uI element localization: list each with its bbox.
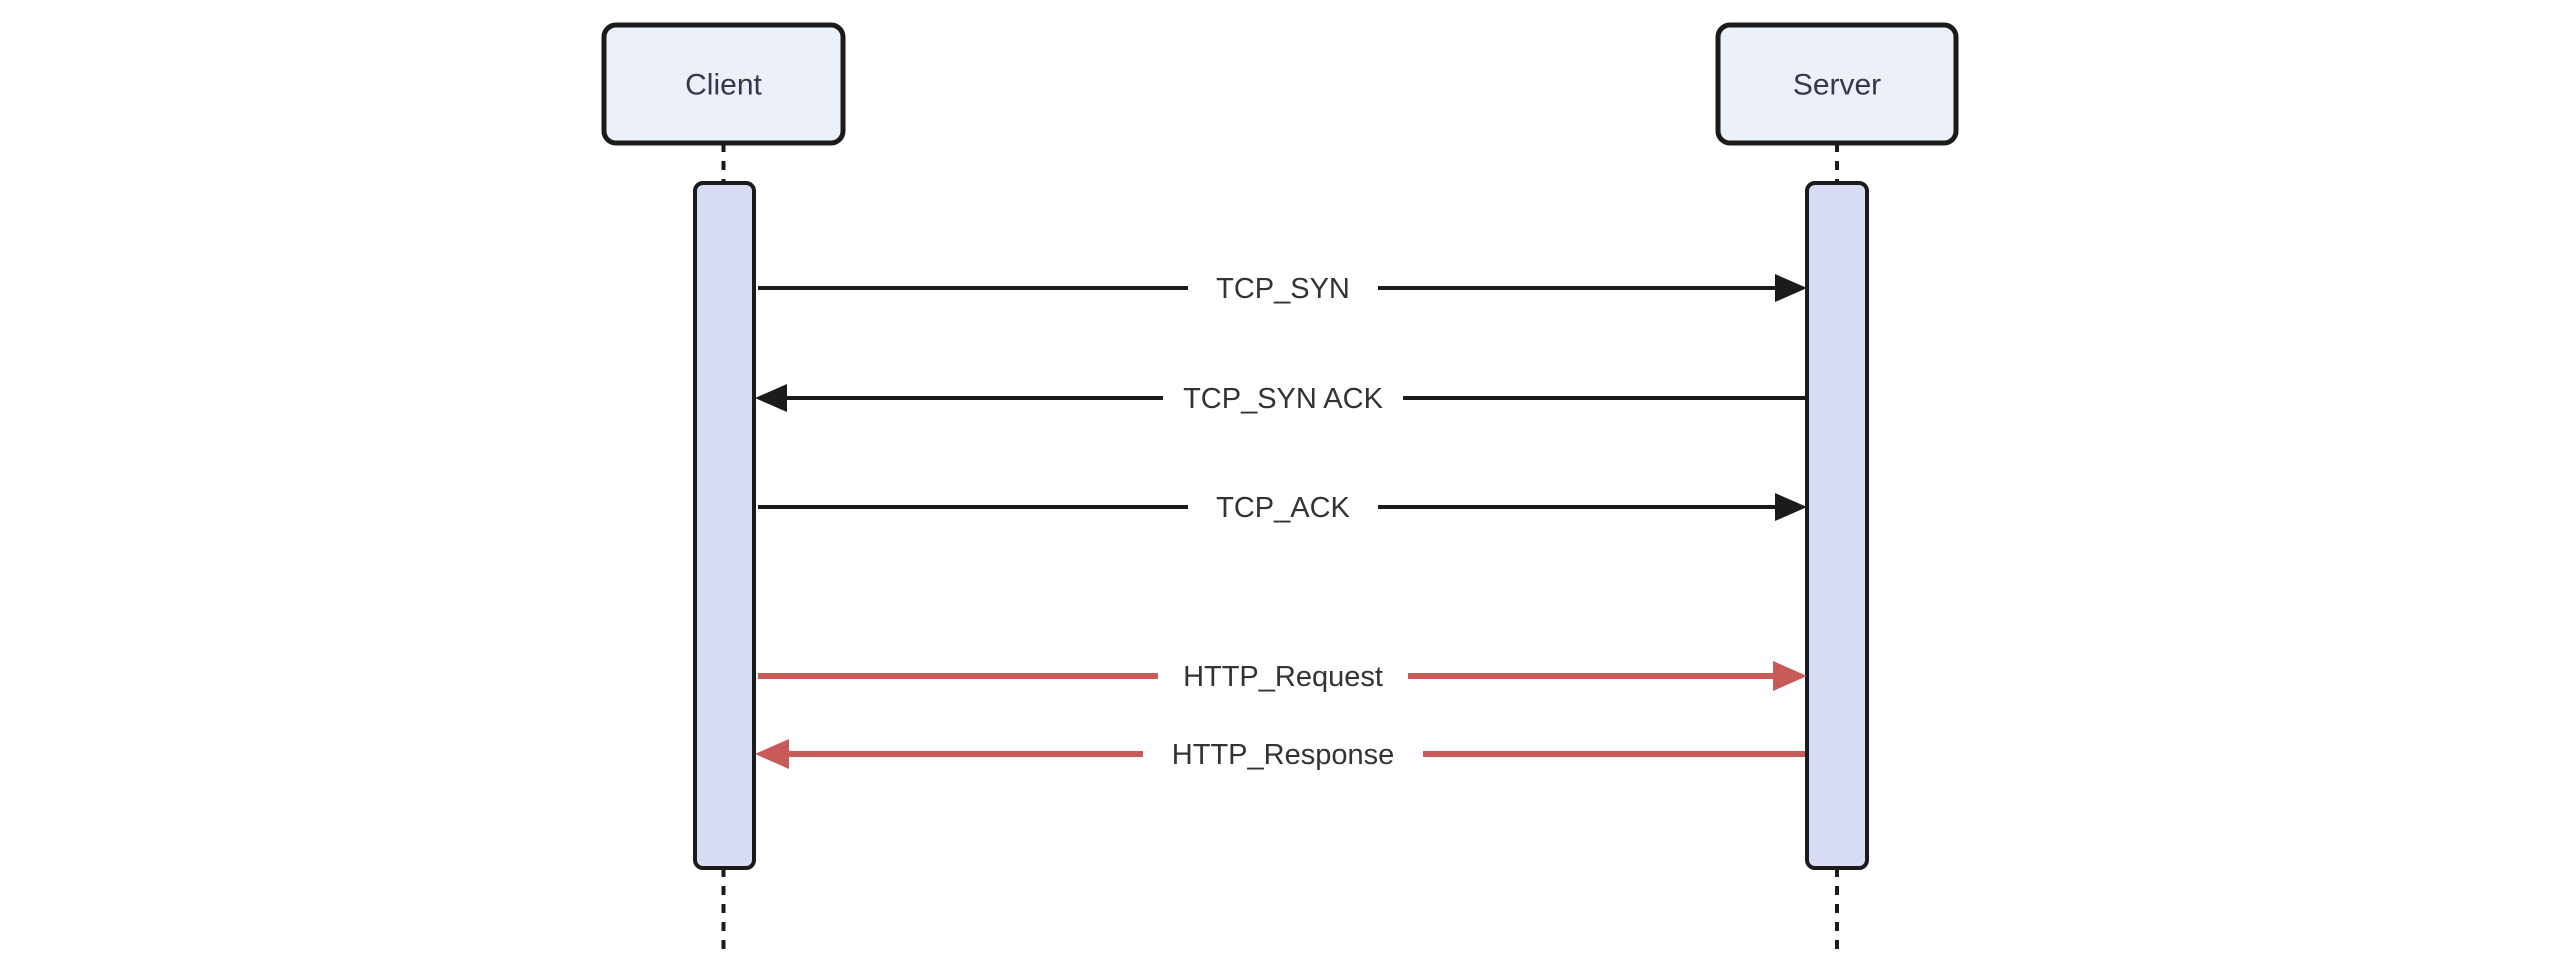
actor-box-client [601, 22, 846, 146]
arrowhead-right-icon [1775, 274, 1807, 302]
activation-bar-client [693, 181, 756, 870]
message-label: TCP_SYN ACK [1183, 383, 1383, 415]
message-label: HTTP_Request [1183, 661, 1383, 693]
message-label-bg [1188, 266, 1378, 310]
actor-client: Client [601, 22, 846, 146]
message-tcp-syn: TCP_SYN [758, 266, 1807, 310]
message-label: TCP_ACK [1216, 492, 1350, 524]
actor-label-client: Client [685, 69, 762, 102]
message-label-bg [1158, 654, 1408, 698]
message-http-request: HTTP_Request [758, 654, 1807, 698]
arrowhead-left-icon [755, 384, 787, 412]
activation-bar-server [1805, 181, 1869, 870]
message-label: HTTP_Response [1172, 739, 1394, 771]
message-label-bg [1188, 485, 1378, 529]
arrowhead-right-icon [1775, 493, 1807, 521]
actor-box-server [1715, 22, 1959, 146]
message-tcp-ack: TCP_ACK [758, 485, 1807, 529]
actor-server: Server [1715, 22, 1959, 146]
actor-label-server: Server [1793, 69, 1881, 102]
message-http-response: HTTP_Response [755, 732, 1805, 776]
arrowhead-left-icon [755, 739, 789, 769]
message-label-bg [1143, 732, 1423, 776]
message-label-bg [1163, 376, 1403, 420]
arrowhead-right-icon [1773, 661, 1807, 691]
message-tcp-syn-ack: TCP_SYN ACK [755, 376, 1805, 420]
message-label: TCP_SYN [1216, 273, 1350, 305]
